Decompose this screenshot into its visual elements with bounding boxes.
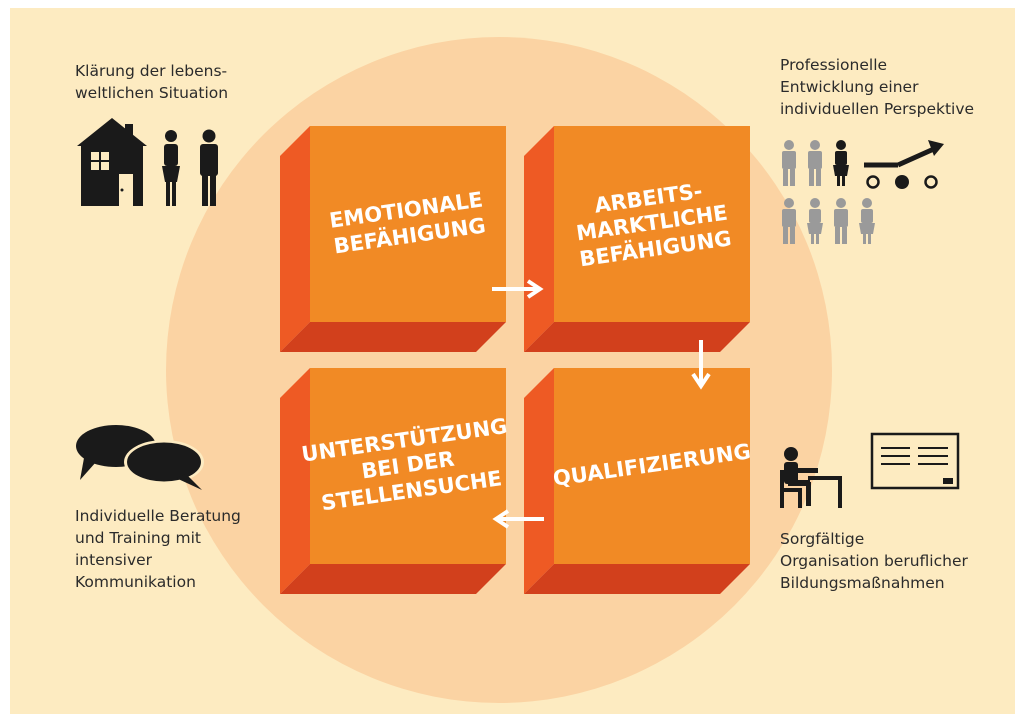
step-label-emotionale-befaehigung: EMOTIONALE BEFÄHIGUNG (327, 187, 488, 259)
cube-emotionale-befaehigung: EMOTIONALE BEFÄHIGUNG (280, 126, 506, 352)
caption-top-left: Klärung der lebens- weltlichen Situation (75, 62, 229, 102)
arrow-left-icon (492, 509, 544, 529)
arrow-down-icon (691, 340, 711, 390)
house-and-couple-icon (77, 118, 218, 206)
step-label-arbeitsmarktliche-befaehigung: ARBEITS- MARKTLICHE BEFÄHIGUNG (574, 178, 733, 272)
arrow-right-icon (492, 279, 544, 299)
speech-bubbles-icon (76, 425, 204, 490)
caption-bottom-left: Individuelle Beratung und Training mit i… (75, 507, 241, 591)
people-and-career-path-icon (782, 140, 944, 244)
student-and-screen-icon (780, 432, 960, 508)
cube-qualifizierung: QUALIFIZIERUNG (524, 368, 752, 594)
step-label-qualifizierung: QUALIFIZIERUNG (551, 439, 753, 491)
caption-bottom-right: Sorgfältige Organisation beruflicher Bil… (780, 530, 968, 592)
cube-arbeitsmarktliche-befaehigung: ARBEITS- MARKTLICHE BEFÄHIGUNG (524, 126, 750, 352)
step-label-unterstuetzung: UNTERSTÜTZUNG BEI DER STELLENSUCHE (299, 413, 509, 516)
cube-unterstuetzung: UNTERSTÜTZUNG BEI DER STELLENSUCHE (280, 368, 509, 594)
caption-top-right: Professionelle Entwicklung einer individ… (780, 56, 975, 118)
